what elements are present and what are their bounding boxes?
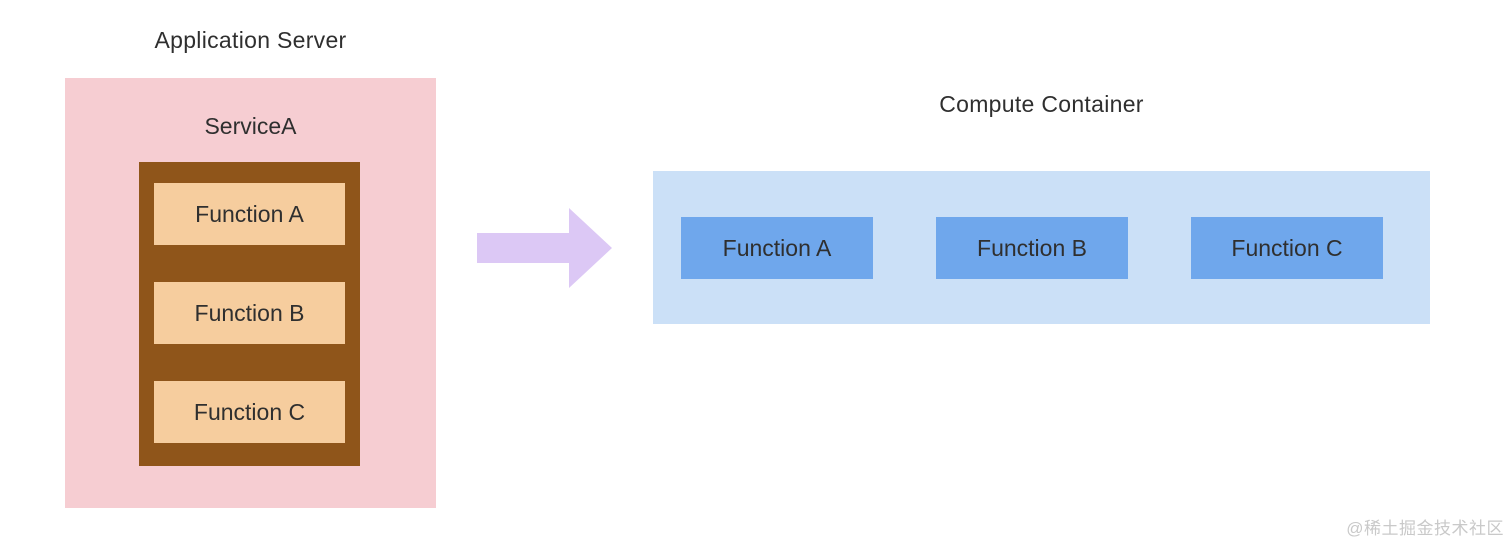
app-server-function-c-box: Function C <box>154 381 345 443</box>
service-a-box: Function A Function B Function C <box>139 162 360 466</box>
compute-function-a-box: Function A <box>681 217 873 279</box>
application-server-box: ServiceA Function A Function B Function … <box>65 78 436 508</box>
app-server-function-b-box: Function B <box>154 282 345 344</box>
compute-container-title: Compute Container <box>939 91 1144 117</box>
right-arrow-icon <box>477 208 612 288</box>
compute-container-box: Function A Function B Function C <box>653 171 1430 324</box>
watermark: @稀土掘金技术社区 <box>1346 519 1504 538</box>
compute-function-c-box: Function C <box>1191 217 1383 279</box>
application-server-title: Application Server <box>154 27 347 53</box>
compute-function-b-box: Function B <box>936 217 1128 279</box>
app-server-function-a-box: Function A <box>154 183 345 245</box>
service-a-label: ServiceA <box>204 113 297 139</box>
